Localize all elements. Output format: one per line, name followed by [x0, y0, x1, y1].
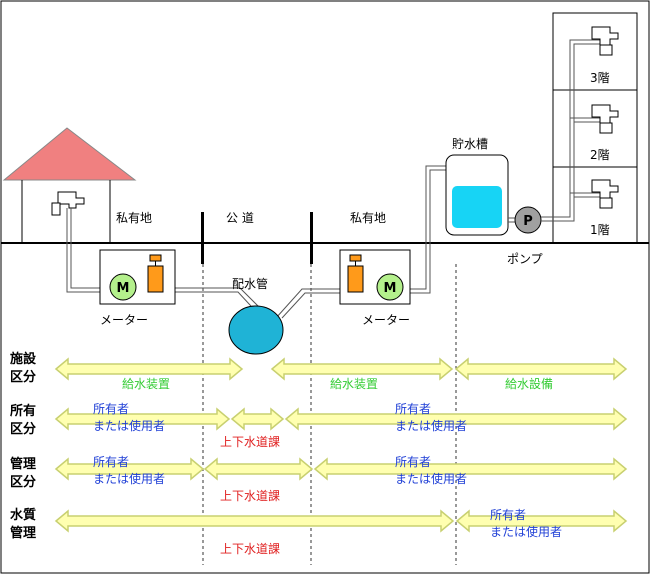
svg-text:M: M [384, 281, 397, 296]
road-boundary-right [310, 212, 313, 264]
arrow-ownership-left [54, 407, 231, 431]
valve-handle-icon [349, 254, 362, 262]
label-private-land-left: 私有地 [116, 211, 152, 225]
meter-box-left: M [99, 249, 176, 305]
label-ownership-middle: 上下水道課 [220, 434, 280, 449]
pump-icon [514, 206, 542, 234]
arrow-quality-right [455, 509, 628, 533]
faucet-icon [591, 26, 619, 56]
road-boundary-left [201, 212, 204, 264]
label-distribution-main: 配水管 [232, 276, 268, 291]
row-head-quality-2: 管理 [10, 525, 36, 541]
distribution-main-pipe [228, 305, 284, 355]
row-head-facility-1: 施設 [10, 351, 37, 367]
arrow-facility-supply-device-right [270, 357, 454, 381]
storage-tank [445, 154, 509, 236]
row-head-facility-2: 区分 [10, 369, 36, 385]
riser-pipe [541, 39, 600, 222]
label-management-middle: 上下水道課 [220, 488, 280, 503]
label-meter-left: メーター [100, 313, 148, 327]
row-head-ownership-1: 所有 [10, 403, 36, 419]
valve-icon [347, 265, 364, 293]
label-floor-2: 2階 [590, 147, 610, 162]
label-ownership-right-1: 所有者 [395, 402, 431, 416]
row-head-ownership-2: 区分 [10, 421, 36, 437]
meter-box-right: M [339, 249, 411, 305]
label-public-road: 公 道 [226, 211, 254, 225]
label-quality-right-2: または使用者 [490, 524, 562, 539]
arrow-management-left [54, 457, 205, 481]
label-supply-device-right: 給水装置 [330, 377, 378, 391]
service-pipe-right [275, 165, 458, 319]
meter-icon [376, 273, 404, 301]
label-floor-1: 1階 [590, 222, 610, 237]
label-management-right-2: または使用者 [395, 471, 467, 486]
label-meter-right: メーター [362, 313, 410, 327]
label-quality-right-1: 所有者 [490, 508, 526, 522]
faucet-icon [591, 179, 619, 209]
pump: P [514, 206, 542, 234]
svg-text:M: M [117, 281, 130, 296]
label-management-left-1: 所有者 [93, 455, 129, 469]
label-pump: ポンプ [507, 252, 543, 266]
label-private-land-right: 私有地 [350, 211, 386, 225]
house [2, 127, 137, 243]
responsibility-arrows [54, 357, 628, 533]
arrow-management-right [313, 457, 628, 481]
row-head-management-1: 管理 [10, 456, 36, 472]
arrow-ownership-right [284, 407, 628, 431]
arrow-facility-supply-device-left [54, 357, 244, 381]
label-ownership-left-1: 所有者 [93, 402, 129, 416]
label-management-right-1: 所有者 [395, 455, 431, 469]
arrow-management-middle [203, 457, 314, 481]
row-head-quality-1: 水質 [10, 507, 36, 523]
label-storage-tank: 貯水槽 [452, 137, 488, 151]
row-head-management-2: 区分 [10, 474, 36, 490]
label-ownership-right-2: または使用者 [395, 418, 467, 433]
arrow-facility-supply-equipment [454, 357, 628, 381]
arrow-quality-left [54, 509, 455, 533]
label-management-left-2: または使用者 [93, 471, 165, 486]
valve-icon [147, 265, 164, 293]
faucet-icon [591, 104, 619, 134]
label-ownership-left-2: または使用者 [93, 418, 165, 433]
tank-water [452, 186, 502, 228]
house-roof [2, 127, 137, 181]
valve-handle-icon [149, 254, 162, 262]
arrow-ownership-middle [230, 407, 285, 431]
meter-icon [109, 273, 137, 301]
svg-text:P: P [523, 214, 533, 229]
label-supply-device-left: 給水装置 [122, 377, 170, 391]
faucet-icon [51, 191, 85, 216]
building [552, 12, 638, 243]
label-floor-3: 3階 [590, 70, 610, 85]
label-quality-middle: 上下水道課 [220, 541, 280, 556]
label-supply-equipment: 給水設備 [505, 376, 553, 391]
